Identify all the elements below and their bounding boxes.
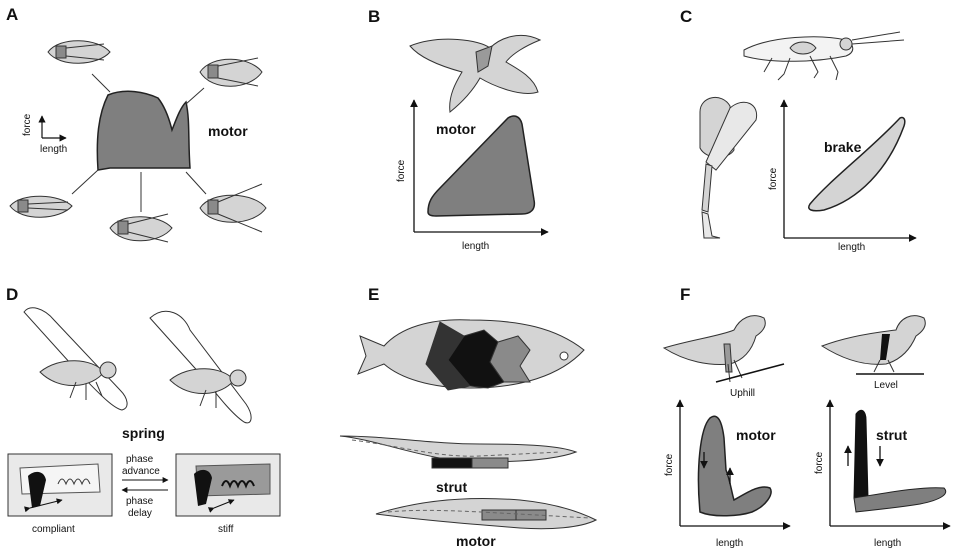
panel-a-animal-bottom-right: [200, 184, 266, 232]
panel-e-letter: E: [368, 285, 379, 304]
panel-c-length-label: length: [838, 242, 865, 253]
panel-f-right-force-label: force: [814, 451, 825, 474]
panel-b-motor-label: motor: [436, 121, 476, 137]
panel-c-brake-label: brake: [824, 139, 862, 155]
panel-e-eel-bottom: [376, 499, 596, 529]
panel-f-left-length-label: length: [716, 538, 743, 549]
panel-b: B force length motor: [368, 7, 548, 252]
panel-d-fly-left: [24, 308, 127, 410]
panel-a-motor-loop: [97, 91, 190, 170]
panel-d-phase-delay-1: phase: [126, 496, 154, 507]
panel-c-force-label: force: [768, 167, 779, 190]
panel-a-length-label: length: [40, 144, 67, 155]
panel-e-motor-label: motor: [456, 533, 496, 549]
panel-c-leg: [700, 97, 757, 238]
panel-f-motor-label: motor: [736, 427, 776, 443]
panel-a-motor-label: motor: [208, 123, 248, 139]
panel-f-right-length-label: length: [874, 538, 901, 549]
panel-a-connector-1: [92, 74, 110, 92]
panel-b-force-label: force: [396, 159, 407, 182]
panel-c-letter: C: [680, 7, 692, 26]
panel-d-stiff-box: [176, 454, 280, 516]
panel-e-strut-label: strut: [436, 479, 467, 495]
panel-d-phase-delay-2: delay: [128, 508, 152, 519]
panel-e-fish: [358, 320, 584, 390]
panel-c-brake-loop: [809, 117, 905, 210]
panel-d-phase-advance-1: phase: [126, 454, 154, 465]
panel-a-animal-bottom-left: [10, 196, 72, 217]
panel-b-bird: [410, 35, 540, 112]
panel-d-letter: D: [6, 285, 18, 304]
panel-e: E strut motor: [340, 285, 596, 549]
panel-d-fly-right: [150, 311, 251, 423]
panel-c: C force length brake: [680, 7, 916, 253]
panel-a-animal-top-left: [48, 41, 110, 64]
panel-d-spring-label: spring: [122, 425, 165, 441]
panel-f-bird-level: [822, 316, 925, 374]
panel-c-cockroach: [744, 32, 904, 80]
panel-d-stiff-label: stiff: [218, 524, 234, 535]
panel-d-compliant-box: [8, 454, 112, 516]
panel-f-uphill-label: Uphill: [730, 388, 755, 399]
panel-a-force-label: force: [22, 113, 33, 136]
panel-a-letter: A: [6, 5, 18, 24]
panel-d-compliant-label: compliant: [32, 524, 75, 535]
panel-f: F Uphill Level force length motor force …: [664, 285, 950, 549]
panel-a-animal-bottom-mid: [110, 214, 172, 242]
panel-a-connector-3: [72, 170, 98, 194]
panel-f-level-label: Level: [874, 380, 898, 391]
panel-e-eel-top: [340, 436, 576, 468]
panel-a-connector-5: [186, 172, 206, 194]
panel-b-letter: B: [368, 7, 380, 26]
panel-f-letter: F: [680, 285, 690, 304]
panel-a: A motor force length: [6, 5, 266, 242]
panel-b-length-label: length: [462, 241, 489, 252]
panel-a-animal-top-right: [200, 58, 262, 86]
panel-d: D spring pha: [6, 285, 280, 535]
panel-f-bird-uphill: [664, 316, 784, 382]
panel-f-left-force-label: force: [664, 453, 675, 476]
panel-d-phase-advance-2: advance: [122, 466, 160, 477]
panel-a-connector-2: [186, 88, 204, 104]
panel-f-strut-loop: [854, 410, 868, 505]
panel-f-strut-label: strut: [876, 427, 907, 443]
